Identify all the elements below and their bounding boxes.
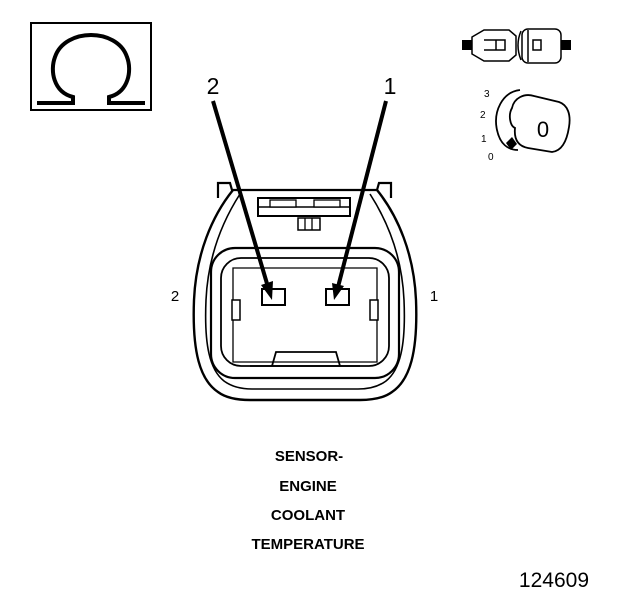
connector-housing (192, 181, 418, 402)
ignition-position-0: 0 (488, 152, 494, 163)
caption-line-3: COOLANT (271, 507, 345, 524)
caption-line-2: ENGINE (279, 478, 337, 495)
callout-arrow-pin-2 (211, 100, 273, 300)
terminal-2 (261, 288, 286, 306)
ohm-icon (37, 32, 145, 105)
ignition-key-label: 0 (537, 117, 549, 142)
side-label-2: 2 (171, 288, 179, 305)
connector-disconnected-icon (462, 28, 571, 64)
figure-number: 124609 (519, 569, 589, 592)
component-caption: SENSOR- ENGINE COOLANT TEMPERATURE (251, 448, 364, 553)
callout-arrow-pin-1 (332, 100, 388, 300)
ignition-position-1: 1 (481, 134, 487, 145)
caption-line-1: SENSOR- (275, 448, 343, 465)
ohmmeter-box (30, 22, 152, 111)
ignition-key-icon: 3 2 1 0 0 (480, 89, 571, 163)
callout-label-1: 1 (384, 73, 397, 99)
callout-label-2: 2 (207, 73, 220, 99)
side-label-1: 1 (430, 288, 438, 305)
ignition-position-3: 3 (484, 89, 490, 100)
ignition-position-2: 2 (480, 110, 486, 121)
caption-line-4: TEMPERATURE (251, 536, 364, 553)
